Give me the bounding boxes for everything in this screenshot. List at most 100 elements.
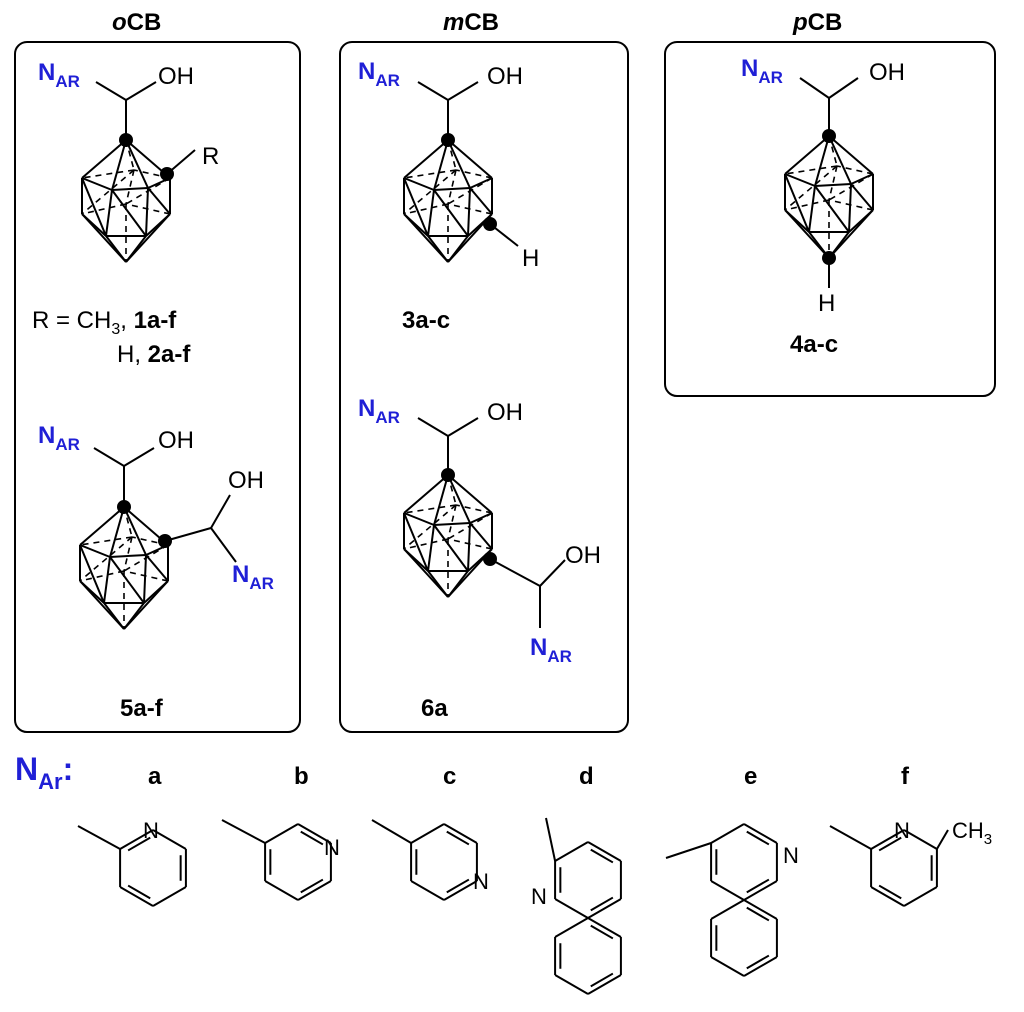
cage-edge	[123, 506, 147, 556]
cage-edge-hidden	[79, 536, 133, 582]
cage-edge	[433, 187, 471, 191]
ring-bond	[264, 823, 299, 844]
ring-double-bond	[590, 972, 614, 988]
bond-line	[164, 527, 212, 542]
bond-line	[417, 417, 449, 437]
cage-edge-hidden	[447, 177, 493, 205]
cage-edge	[433, 139, 449, 191]
ring-bond	[264, 880, 299, 901]
cage-edge	[850, 183, 874, 211]
cage-edge	[81, 177, 113, 191]
cage-edge	[79, 544, 111, 558]
cage-edge-hidden	[81, 203, 127, 215]
pcb-header: pCB	[792, 9, 842, 36]
carborane-cages	[79, 135, 874, 630]
ring-double-bond	[878, 836, 902, 852]
carbon-atom-dot	[483, 552, 497, 566]
compound-label-3: 3a-c	[402, 307, 450, 334]
cage-edge	[103, 602, 125, 630]
ring-bond	[152, 829, 187, 850]
cage-edge	[447, 139, 493, 179]
ring-bond	[554, 917, 589, 938]
r-definition: R = CH3, 1a-f	[32, 307, 177, 338]
bond-line	[828, 77, 859, 99]
cage-edge	[125, 213, 171, 263]
bond-line	[489, 558, 541, 587]
ring-bond	[554, 841, 589, 862]
cage-edge	[125, 139, 149, 189]
cage-edge	[427, 235, 449, 263]
carbon-atom-dot	[441, 133, 455, 147]
pcb-box	[664, 41, 996, 397]
cage-edge	[447, 139, 471, 189]
cage-edge	[145, 554, 169, 582]
attachment-bond	[221, 819, 266, 844]
cage-edge-hidden	[403, 538, 449, 550]
legend-letter-f: f	[901, 763, 910, 790]
nar-label: NAR	[232, 561, 274, 593]
cage-edge	[105, 189, 113, 237]
legend-letter-d: d	[579, 763, 594, 790]
legend-letter-e: e	[744, 763, 757, 790]
substituent-bonds	[93, 77, 859, 628]
carbon-atom-dot	[160, 167, 174, 181]
cage-edge	[469, 522, 493, 550]
bond-line	[93, 447, 125, 467]
cage-edge-hidden	[784, 165, 838, 175]
oh-label: OH	[565, 542, 601, 569]
ring-double-bond	[878, 884, 902, 900]
ring-bond	[743, 880, 778, 901]
ring-bond	[710, 880, 745, 901]
bond-line	[123, 447, 155, 467]
attachment-bond	[371, 819, 412, 844]
carbon-atom-dot	[822, 129, 836, 143]
cage-edge-hidden	[447, 512, 493, 540]
cage-edge	[147, 187, 171, 215]
cage-edge-hidden	[79, 570, 125, 582]
cage-edge	[427, 570, 449, 598]
cage-edge	[403, 139, 449, 179]
cage-edge	[467, 187, 471, 237]
ring-bond	[297, 823, 332, 844]
nar-label: NAR	[38, 59, 80, 91]
cage-edge	[111, 187, 149, 191]
cage-edge	[828, 135, 874, 175]
ring-bond	[119, 886, 154, 907]
carbon-atom-dot	[117, 500, 131, 514]
bond-line	[447, 81, 479, 101]
compound-label-4: 4a-c	[790, 331, 838, 358]
ring-bond	[119, 829, 154, 850]
cage-edge	[447, 474, 493, 514]
cage-edge-hidden	[403, 203, 449, 215]
cage-edge	[814, 185, 850, 233]
ring-double-bond	[446, 830, 470, 846]
cage-edge	[145, 187, 149, 237]
ring-bond	[903, 829, 938, 850]
nar-legend-label: NAr:	[15, 751, 73, 794]
ring-double-bond	[746, 878, 770, 894]
mcb-header: mCB	[443, 9, 499, 36]
ring-n-atom: N	[324, 835, 340, 860]
cage-edge	[784, 173, 810, 233]
cage-edge-hidden	[403, 504, 457, 550]
ring-bond	[710, 899, 745, 920]
ocb-header: oCB	[112, 9, 161, 36]
ring-bond	[587, 841, 622, 862]
cage-edge-hidden	[123, 544, 169, 572]
ring-bond	[410, 823, 445, 844]
cage-edge	[79, 544, 105, 604]
ring-double-bond	[746, 906, 770, 922]
ring-bond	[870, 886, 905, 907]
attachment-bond	[665, 842, 712, 859]
h-label: H	[522, 245, 539, 272]
bond-line	[125, 81, 157, 101]
nar-label: NAR	[530, 634, 572, 666]
mcb-box	[339, 41, 629, 733]
ring-bond	[297, 880, 332, 901]
ring-bond	[554, 898, 589, 919]
ring-n-atom: N	[783, 843, 799, 868]
attachment-bond	[77, 825, 121, 850]
cage-edge	[467, 522, 471, 572]
ring-bond	[587, 974, 622, 995]
oh-label: OH	[487, 63, 523, 90]
